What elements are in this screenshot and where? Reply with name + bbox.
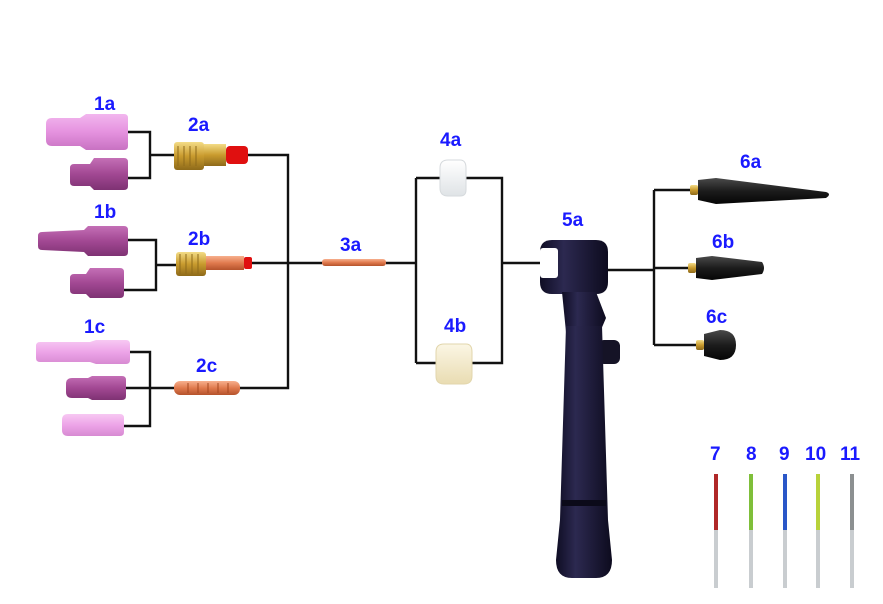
label-9: 9 (779, 444, 790, 465)
electrode-8 (749, 474, 753, 588)
label-7: 7 (710, 444, 721, 465)
label-2c: 2c (196, 356, 218, 377)
bus-4-to-5 (466, 176, 540, 365)
gas-lens-body-2a (174, 142, 248, 170)
electrode-9 (783, 474, 787, 588)
label-5a: 5a (562, 210, 584, 231)
collet-body-2c (174, 381, 240, 395)
tungsten-electrodes (714, 474, 854, 588)
gas-lens-body-2b (176, 252, 252, 276)
cup-1c-long (36, 340, 130, 364)
insulator-4a (439, 159, 467, 197)
back-cap-6c-short (696, 330, 736, 360)
label-1c: 1c (84, 317, 106, 338)
cup-1c-straight (62, 414, 124, 436)
label-1b: 1b (94, 202, 116, 223)
label-4a: 4a (440, 130, 462, 151)
cup-1b-long (38, 226, 128, 256)
label-10: 10 (805, 444, 826, 465)
bracket-1b (124, 238, 176, 292)
collet-3a (322, 259, 386, 266)
label-6b: 6b (712, 232, 734, 253)
bracket-1c (124, 350, 174, 428)
label-4b: 4b (444, 316, 466, 337)
bus-3-to-4 (386, 176, 440, 365)
label-3a: 3a (340, 235, 362, 256)
bus-5-to-6 (608, 188, 696, 347)
electrode-11 (850, 474, 854, 588)
bus-2-to-3 (240, 153, 322, 390)
cup-1a-large (46, 114, 128, 150)
label-6a: 6a (740, 152, 762, 173)
cup-1b-small (70, 268, 124, 298)
bracket-1a (128, 130, 174, 180)
label-8: 8 (746, 444, 757, 465)
back-cap-6a-long (690, 178, 829, 204)
label-6c: 6c (706, 307, 728, 328)
cup-1a-small (70, 158, 128, 190)
connector-lines (124, 130, 696, 428)
label-2a: 2a (188, 115, 210, 136)
electrode-10 (816, 474, 820, 588)
back-cap-6b-medium (688, 256, 764, 280)
label-11: 11 (840, 444, 861, 465)
label-1a: 1a (94, 94, 116, 115)
cup-1c-medium (66, 376, 126, 400)
part-labels: 1a 1b 1c 2a 2b 2c 3a 4a 4b 5a 6a 6b 6c 7… (84, 94, 861, 465)
label-2b: 2b (188, 229, 210, 250)
torch-body-5a (540, 240, 620, 578)
insulator-4b (435, 343, 473, 385)
electrode-7 (714, 474, 718, 588)
